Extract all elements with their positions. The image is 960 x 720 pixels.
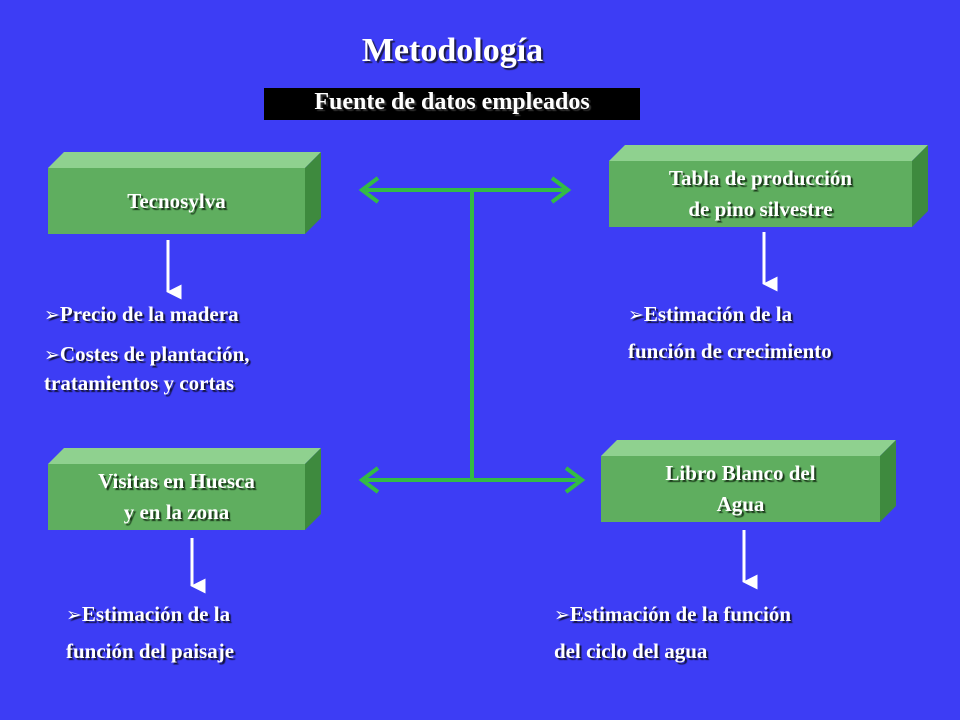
bullet-crecimiento: ➢Estimación de la función de crecimiento: [628, 302, 832, 363]
page-title: Metodología: [361, 32, 544, 69]
arrowhead-bullet-icon: ➢: [44, 344, 60, 366]
box-tabla-produccion: [609, 145, 928, 227]
page-subtitle: Fuente de datos empleados: [264, 88, 640, 120]
box-visitas-huesca: [48, 448, 321, 530]
arrowhead-bullet-icon: ➢: [44, 304, 60, 326]
box-tecnosylva: [48, 152, 321, 234]
arrowhead-bullet-icon: ➢: [554, 604, 570, 626]
green-connector: [358, 176, 586, 494]
bullet-paisaje: ➢Estimación de la función del paisaje: [66, 602, 235, 663]
box-label-tecnosylva: Tecnosylva: [127, 189, 226, 213]
bullet-precio: ➢Precio de la madera: [44, 302, 239, 326]
arrowhead-bullet-icon: ➢: [628, 304, 644, 326]
box-libro-blanco: [601, 440, 896, 522]
white-arrows: [166, 232, 778, 594]
box-label-visitas: Visitas en Huesca y en la zona: [98, 469, 255, 524]
bullet-costes: ➢Costes de plantación, tratamientos y co…: [44, 342, 250, 395]
arrowhead-bullet-icon: ➢: [66, 604, 82, 626]
box-label-tabla: Tabla de producción de pino silvestre: [668, 166, 853, 221]
box-label-libro: Libro Blanco del Agua: [665, 461, 816, 516]
bullet-ciclo-agua: ➢Estimación de la función del ciclo del …: [554, 602, 792, 663]
